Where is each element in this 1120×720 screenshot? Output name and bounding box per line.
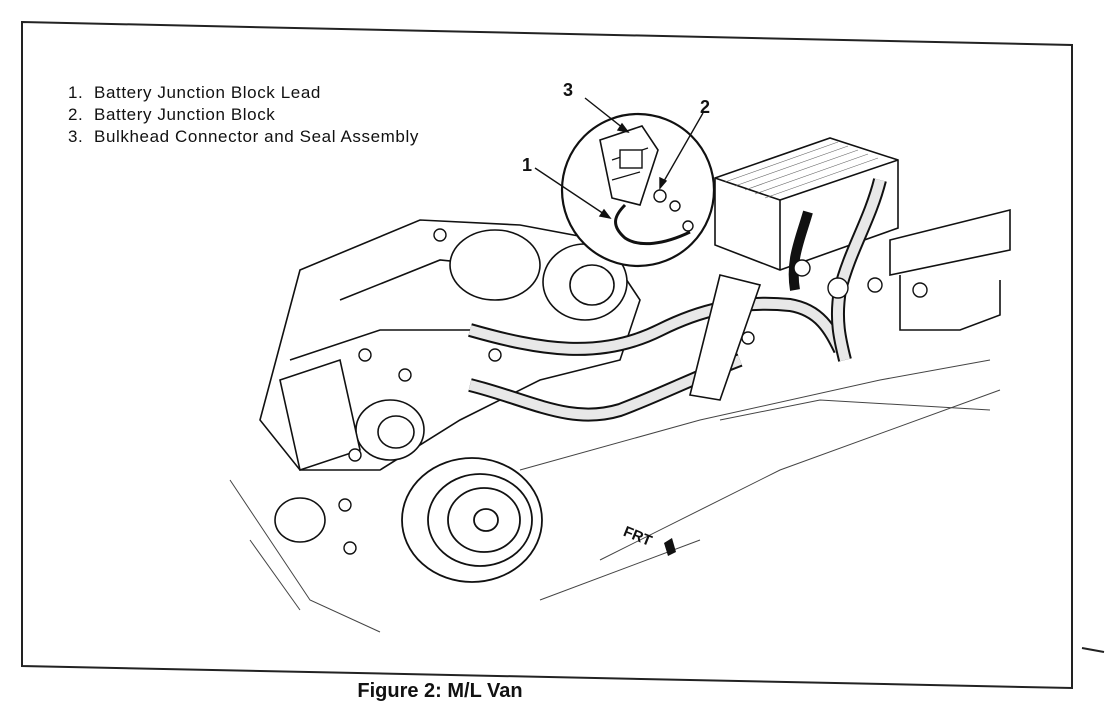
detail-circle	[560, 112, 716, 268]
figure-caption: Figure 2: M/L Van	[357, 680, 523, 702]
battery-hatching	[724, 141, 879, 199]
water-pump	[274, 358, 361, 543]
callout-3: 3	[563, 80, 574, 100]
legend-item: 3.Bulkhead Connector and Seal Assembly	[68, 127, 419, 146]
legend-item: 2.Battery Junction Block	[68, 105, 276, 124]
legend-item: 1.Battery Junction Block Lead	[68, 83, 321, 102]
figure-border	[21, 20, 1073, 690]
front-arrow-icon	[664, 538, 676, 556]
frame-rail	[889, 208, 1011, 331]
leader-lines	[534, 97, 704, 220]
terminal-hardware	[793, 259, 928, 299]
upper-pulley	[449, 229, 628, 321]
background-lines	[229, 359, 1001, 633]
mount-bracket	[689, 274, 762, 401]
legend: 1.Battery Junction Block Lead 2.Battery …	[68, 82, 419, 148]
crank-pulley	[401, 457, 543, 583]
battery-cable-upper	[468, 296, 847, 356]
callout-1: 1	[522, 155, 533, 175]
idler-pulley	[355, 399, 425, 461]
callout-2: 2	[700, 97, 711, 117]
